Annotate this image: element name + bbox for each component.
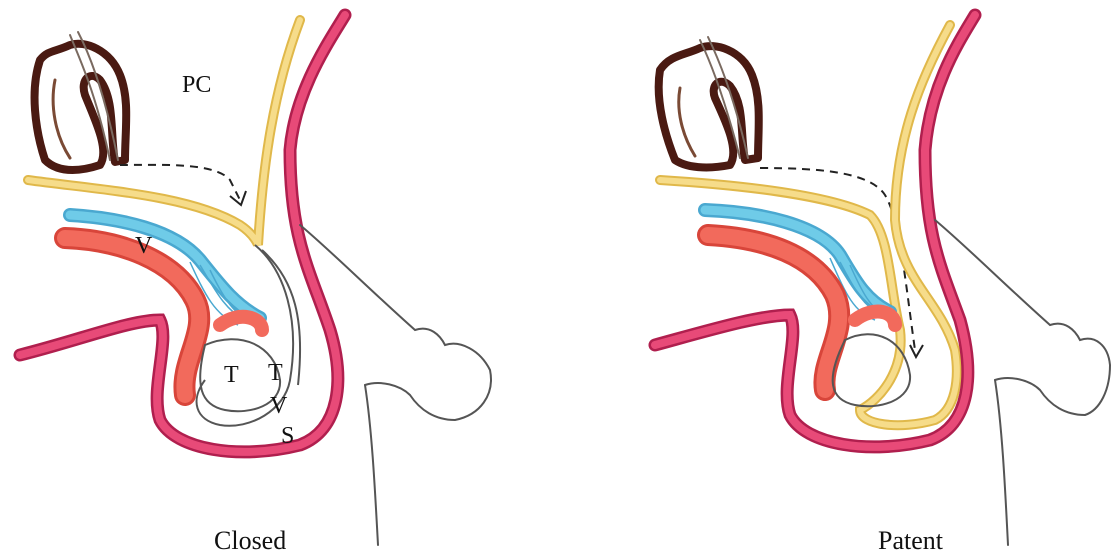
label-t-right: T [268,360,283,386]
caption-closed: Closed [214,526,286,555]
label-s: S [281,423,294,449]
bowel-loops-patent [659,37,759,167]
bowel-loops [35,32,127,170]
panel-closed: PC V T T V S Closed [20,15,491,555]
thigh-outline [300,225,491,545]
label-v-lower: V [270,393,288,419]
label-v-upper: V [135,233,153,259]
label-t-left: T [224,362,239,388]
label-pc: PC [182,72,211,98]
caption-patent: Patent [878,526,944,555]
panel-patent: Patent [655,15,1110,555]
